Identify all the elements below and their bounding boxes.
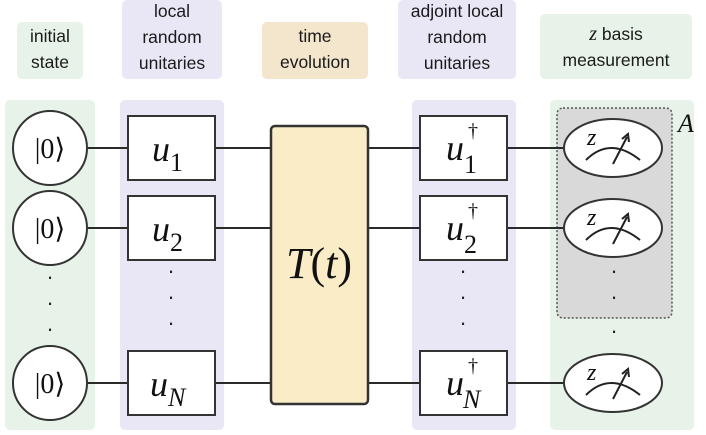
ellipsis-dot: · xyxy=(167,258,174,283)
header-initial-state: initial state xyxy=(30,26,70,72)
gate-time-evolution: T(t) xyxy=(269,124,370,406)
header-measurement-line1: z basis xyxy=(588,23,643,45)
gate-u2-dagger-sub: 2 xyxy=(464,230,477,259)
header-measurement-rest: basis xyxy=(597,24,643,44)
ellipsis-dot: · xyxy=(46,264,53,289)
header-local-line3: unitaries xyxy=(139,53,205,73)
gate-un-dagger-base: u xyxy=(446,363,464,403)
header-adjoint-line1: adjoint local xyxy=(411,1,503,21)
ket-qubit-2: |0⟩ xyxy=(12,190,88,266)
gate-u1: u1 xyxy=(127,115,216,181)
ket-label: |0⟩ xyxy=(35,369,66,400)
header-adjoint-line2: random xyxy=(427,27,486,47)
measurement-meter-label: z xyxy=(586,125,597,151)
gate-un: uN xyxy=(127,350,216,416)
ellipsis-dots: · · · · · · · · · · · · xyxy=(46,258,617,343)
ellipsis-dot: · xyxy=(46,290,53,315)
gate-u2-dagger-sup: † xyxy=(468,200,478,222)
ket-qubit-1: |0⟩ xyxy=(12,110,88,186)
gate-u2-dagger-base: u xyxy=(446,208,464,248)
gate-u1-dagger-sub: 1 xyxy=(464,150,477,179)
header-initial-state-line1: initial xyxy=(30,26,70,46)
header-panel-time-evolution xyxy=(262,22,368,79)
ket-label: |0⟩ xyxy=(35,134,66,165)
ellipsis-dot: · xyxy=(459,258,466,283)
header-panel-initial-state xyxy=(17,22,83,79)
gate-u2-dagger: u 2 † xyxy=(419,195,508,261)
ellipsis-dot: · xyxy=(459,284,466,309)
column-panel-local-unitaries xyxy=(120,100,224,430)
gate-u1-dagger-sup: † xyxy=(468,120,478,142)
header-local-line1: local xyxy=(154,1,190,21)
ellipsis-dot: · xyxy=(46,316,53,341)
ellipsis-dot: · xyxy=(610,284,617,309)
gate-un-dagger-sup: † xyxy=(468,355,478,377)
ellipsis-dot: · xyxy=(610,318,617,343)
measurement-meter-2: z xyxy=(563,198,663,258)
gate-time-evolution-label: T(t) xyxy=(286,239,352,288)
header-local-line2: random xyxy=(142,27,201,47)
gate-u1-dagger: u 1 † xyxy=(419,115,508,181)
ket-qubit-n: |0⟩ xyxy=(12,345,88,421)
header-time-line1: time xyxy=(298,26,331,46)
header-initial-state-line2: state xyxy=(31,52,69,72)
gate-un-label: uN xyxy=(150,364,187,412)
ellipsis-dot: · xyxy=(167,310,174,335)
header-local-random-unitaries: local random unitaries xyxy=(139,1,205,73)
header-time-evolution: time evolution xyxy=(280,26,350,72)
header-adjoint-local-random-unitaries: adjoint local random unitaries xyxy=(411,1,503,73)
column-panel-adjoint-unitaries xyxy=(412,100,516,430)
ellipsis-dot: · xyxy=(459,310,466,335)
gate-u1-label: u1 xyxy=(152,129,183,177)
header-measurement-var: z xyxy=(588,23,597,45)
ket-label: |0⟩ xyxy=(35,214,66,245)
gate-un-dagger-sub: N xyxy=(462,385,482,414)
ellipsis-dot: · xyxy=(610,258,617,283)
gate-u2-label: u2 xyxy=(152,209,183,257)
measurement-meter-n: z xyxy=(563,353,663,413)
header-panel-local-random-unitaries xyxy=(122,0,222,79)
header-z-basis-measurement: z basis measurement xyxy=(563,23,670,70)
gate-u2: u2 xyxy=(127,195,216,261)
ellipsis-dot: · xyxy=(167,284,174,309)
header-panel-adjoint-unitaries xyxy=(398,0,516,79)
header-time-line2: evolution xyxy=(280,52,350,72)
gate-u1-dagger-base: u xyxy=(446,128,464,168)
measurement-meter-label: z xyxy=(586,360,597,386)
subsystem-a-label: A xyxy=(676,109,694,138)
header-panel-measurement xyxy=(540,14,692,79)
gate-un-dagger: u N † xyxy=(419,350,508,416)
measurement-meter-1: z xyxy=(563,118,663,178)
header-adjoint-line3: unitaries xyxy=(424,53,490,73)
header-measurement-line2: measurement xyxy=(563,50,670,70)
measurement-meter-label: z xyxy=(586,205,597,231)
